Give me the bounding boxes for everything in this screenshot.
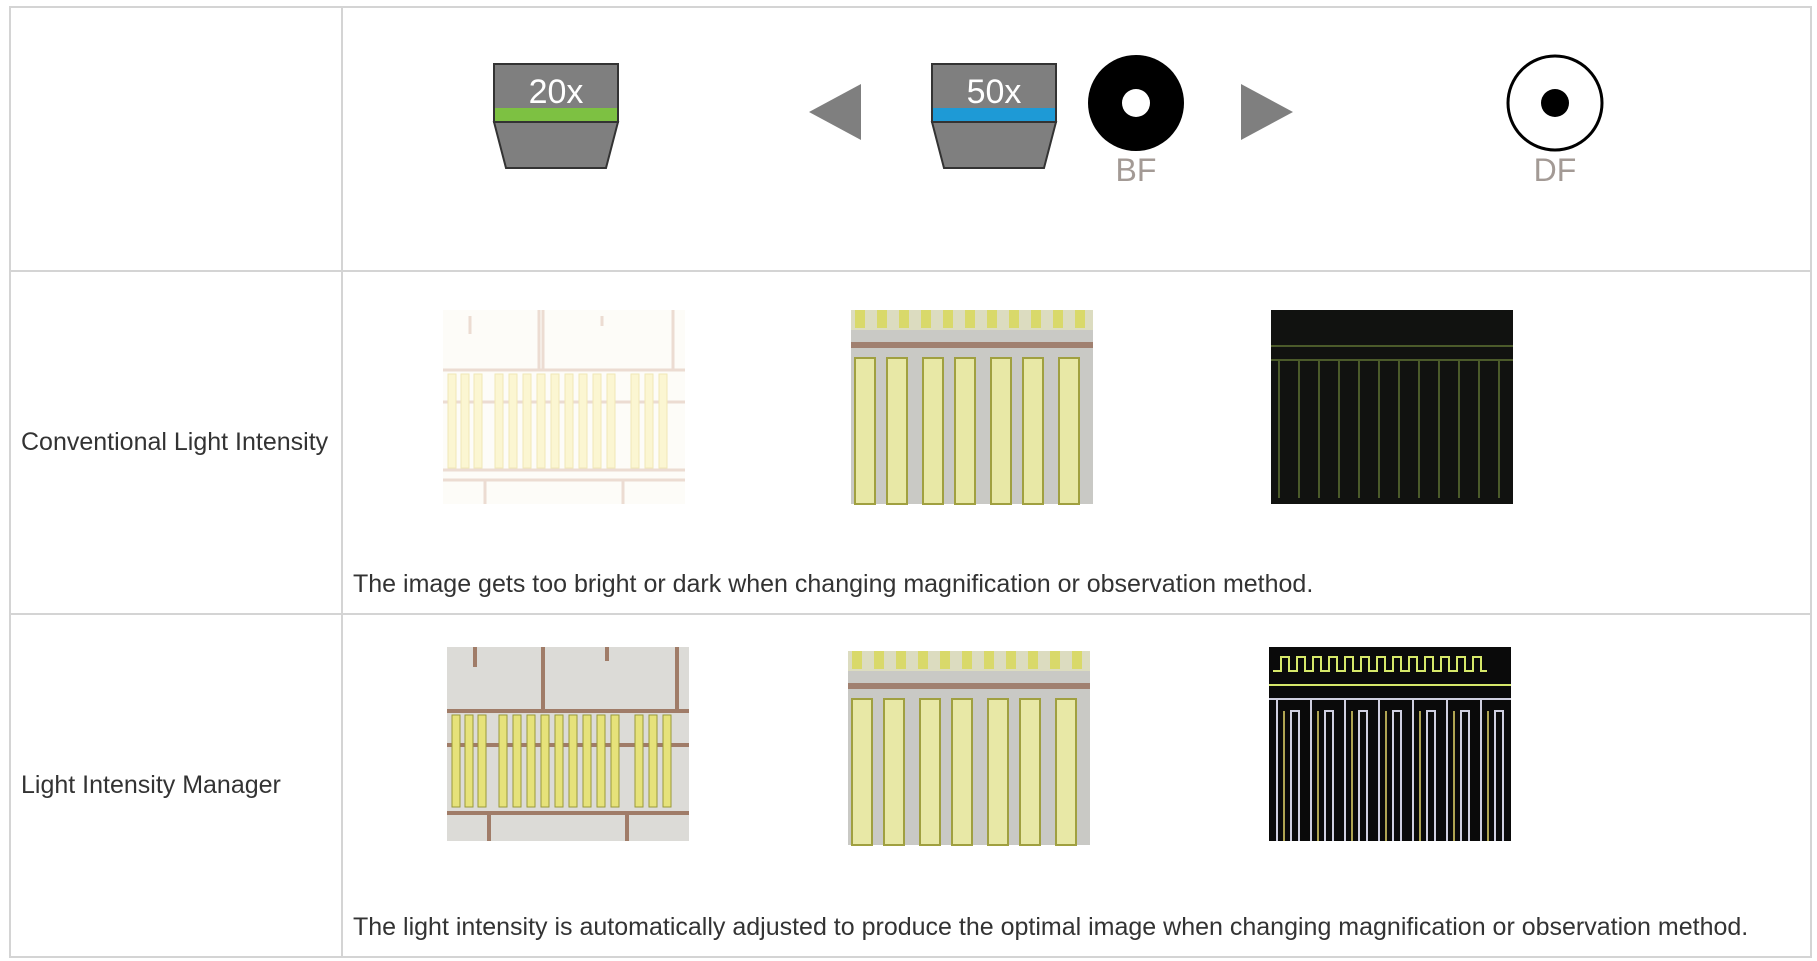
row-lim-images-cell: The light intensity is automatically adj… xyxy=(341,613,1812,958)
comparison-table: 20x 50x BF xyxy=(9,6,1812,958)
objective-50x-label: 50x xyxy=(967,73,1022,111)
header-icons-cell: 20x 50x BF xyxy=(341,6,1812,272)
row-label-light-intensity-manager: Light Intensity Manager xyxy=(9,613,343,958)
row-conventional-images-cell: The image gets too bright or dark when c… xyxy=(341,270,1812,615)
lim-50x-bf-image xyxy=(848,651,1090,846)
conventional-20x-bf-image xyxy=(443,310,685,504)
objective-50x-icon: 50x xyxy=(930,63,1058,169)
bf-label: BF xyxy=(1116,152,1157,188)
caption-conventional: The image gets too bright or dark when c… xyxy=(353,570,1314,598)
row-label-conventional: Conventional Light Intensity xyxy=(9,270,343,615)
row-conventional: Conventional Light Intensity xyxy=(9,270,1812,615)
lim-50x-df-image xyxy=(1269,647,1511,841)
objective-20x-icon: 20x xyxy=(492,63,620,169)
bf-icon xyxy=(1088,55,1184,151)
conventional-images xyxy=(443,310,1513,505)
row-light-intensity-manager: Light Intensity Manager xyxy=(9,613,1812,958)
lim-images xyxy=(447,647,1511,846)
conventional-50x-df-image xyxy=(1271,310,1513,504)
lim-20x-bf-image xyxy=(447,647,689,841)
df-label: DF xyxy=(1534,152,1577,188)
caption-light-intensity-manager: The light intensity is automatically adj… xyxy=(353,913,1749,941)
header-icons: 20x 50x BF xyxy=(492,54,1604,188)
arrow-right-icon xyxy=(1241,84,1293,140)
df-icon xyxy=(1506,54,1604,152)
conventional-50x-bf-image xyxy=(851,310,1093,505)
header-empty-cell xyxy=(9,6,343,272)
objective-20x-label: 20x xyxy=(529,73,584,111)
header-row: 20x 50x BF xyxy=(9,6,1812,272)
arrow-left-icon xyxy=(809,84,861,140)
